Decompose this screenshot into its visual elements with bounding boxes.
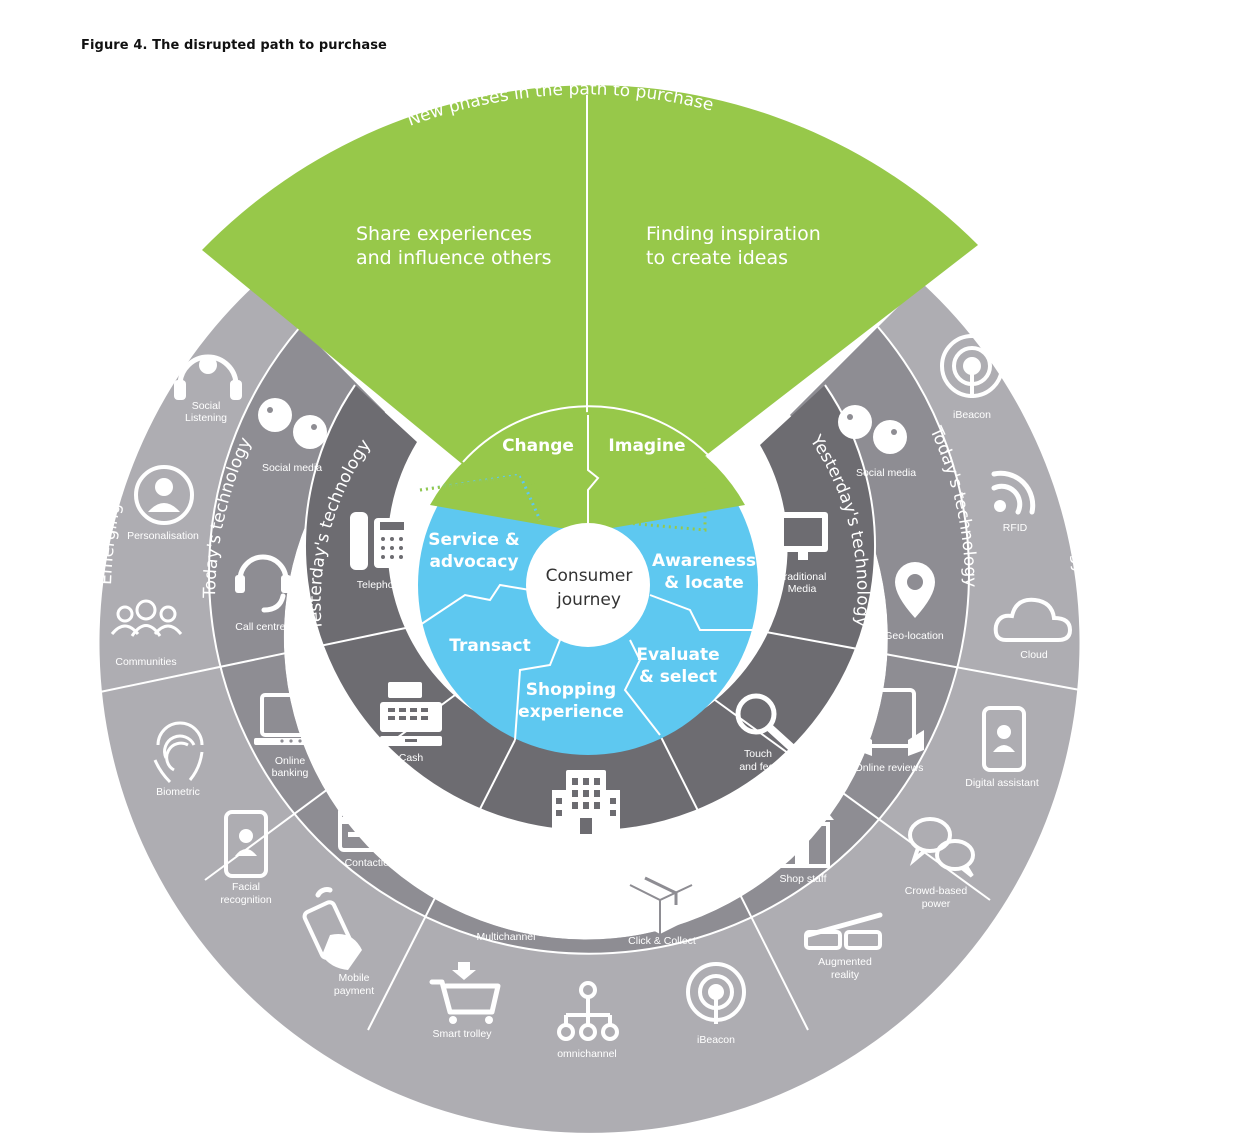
label-rfid: RFID (1003, 522, 1028, 534)
label-social-media-left: Social media (262, 462, 322, 474)
label-omnichannel: omnichannel (557, 1048, 617, 1060)
label-click-collect: Click & Collect (628, 935, 696, 947)
phase-evaluate-line2: & select (639, 667, 717, 687)
outer-ring (99, 283, 1080, 1133)
label-mobile-payment-2: payment (334, 985, 374, 997)
mobile-payment-icon (302, 887, 362, 970)
label-ibeacon-bottom: iBeacon (697, 1034, 735, 1046)
label-touch-feel-2: and feel (739, 761, 776, 773)
phase-service-line1: Service & (428, 530, 520, 550)
middle-ring (209, 327, 970, 954)
label-crowd-power-2: power (922, 898, 951, 910)
magnifier-icon (735, 693, 796, 752)
label-facial-recognition-2: recognition (220, 894, 272, 906)
inner-ring (305, 385, 876, 832)
cash-register-icon (380, 682, 442, 746)
label-telephone: Telephone (357, 579, 406, 591)
figure-title: Figure 4. The disrupted path to purchase (81, 38, 387, 53)
label-social-listening-1: Social (192, 400, 221, 412)
multichannel-icon (485, 866, 527, 924)
phase-awareness-line1: Awareness (652, 551, 756, 571)
label-social-listening-2: Listening (185, 412, 227, 424)
label-call-centres: Call centres (235, 621, 290, 633)
label-mobile-payment-1: Mobile (339, 972, 370, 984)
chat-bubbles-icon (908, 817, 975, 878)
laptop-icon (254, 693, 328, 745)
cloud-icon (993, 597, 1073, 642)
phase-transact: Transact (449, 636, 530, 656)
headphones-icon (174, 354, 242, 400)
person-icon (134, 465, 194, 525)
green-wedge-shape (202, 85, 978, 529)
ar-glasses-icon (804, 912, 883, 950)
trolley-icon (429, 962, 501, 1024)
monitor-icon (778, 512, 828, 560)
green-right-line2: to create ideas (646, 247, 788, 269)
label-online-reviews: Online reviews (855, 762, 924, 774)
label-contactless: Contactless (345, 857, 400, 869)
phase-shopping-line2: experience (518, 702, 624, 722)
ibeacon-icon (940, 334, 1004, 398)
label-shop-staff: Shop staff (779, 873, 826, 885)
center-line1: Consumer (546, 566, 633, 586)
green-left-line2: and influence others (356, 247, 552, 269)
headset-icon (235, 554, 291, 613)
label-smart-trolley: Smart trolley (433, 1028, 493, 1040)
tablet-icon (856, 688, 924, 756)
label-social-media-right: Social media (856, 467, 916, 479)
building-icon (552, 770, 620, 834)
card-icon (338, 806, 406, 852)
green-right-line1: Finding inspiration (646, 223, 821, 245)
social-birds-icon-right (838, 405, 907, 454)
center-circle (526, 523, 650, 647)
label-multichannel: Multichannel (477, 931, 536, 943)
assistant-phone-icon (982, 706, 1026, 772)
social-birds-icon (258, 398, 327, 449)
telephone-icon (350, 512, 410, 570)
label-augmented-reality-2: reality (831, 969, 860, 981)
phase-imagine: Imagine (608, 436, 685, 456)
label-traditional-media-2: Media (788, 583, 817, 595)
box-icon (629, 870, 693, 934)
label-personalisation: Personalisation (127, 530, 199, 542)
label-traditional-media-1: Traditional (778, 571, 827, 583)
label-biometric: Biometric (156, 786, 200, 798)
phase-shopping-line1: Shopping (526, 680, 616, 700)
label-ibeacon-top: iBeacon (953, 409, 991, 421)
center-line2: journey (556, 590, 621, 610)
phase-awareness-line2: & locate (664, 573, 743, 593)
ibeacon-icon-bottom (686, 962, 746, 1024)
green-left-line1: Share experiences (356, 223, 532, 245)
face-phone-icon (224, 810, 268, 878)
location-pin-icon (895, 562, 935, 618)
label-facial-recognition-1: Facial (232, 881, 260, 893)
label-communities: Communities (115, 656, 176, 668)
omnichannel-icon (557, 981, 619, 1041)
label-stores: Stores (573, 841, 603, 853)
label-geo-location: Geo-location (884, 630, 944, 642)
label-digital-assistant: Digital assistant (965, 777, 1039, 789)
rfid-signal-icon (991, 470, 1036, 515)
label-online-banking-1: Online (275, 755, 306, 767)
label-online-banking-2: banking (272, 767, 309, 779)
consumer-journey-wheel: Consumer journey Change Imagine Service … (418, 405, 758, 755)
group-icon (110, 599, 183, 637)
label-cash: Cash (399, 752, 424, 764)
label-crowd-power-1: Crowd-based (905, 885, 968, 897)
phase-change: Change (502, 436, 574, 456)
label-cloud: Cloud (1020, 649, 1048, 661)
fingerprint-icon (153, 721, 204, 784)
phase-evaluate-line1: Evaluate (636, 645, 719, 665)
storefront-icon (772, 808, 834, 868)
phase-service-line2: advocacy (429, 552, 518, 572)
label-augmented-reality-1: Augmented (818, 956, 872, 968)
label-touch-feel-1: Touch (744, 748, 772, 760)
